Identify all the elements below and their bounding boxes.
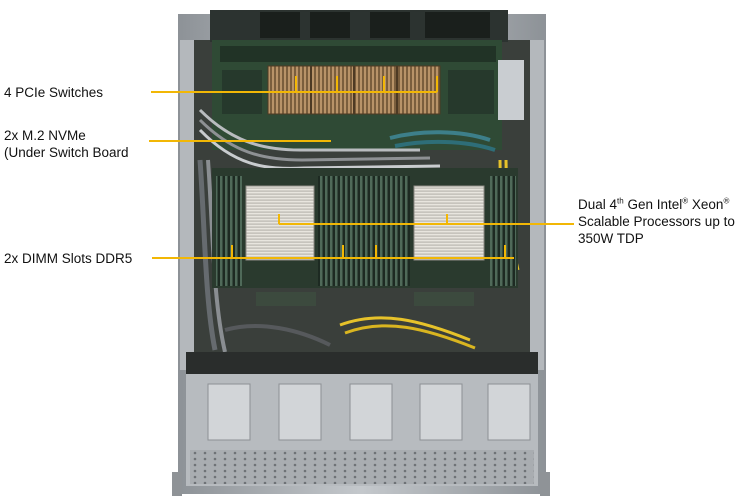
processors-sup-reg1: ® bbox=[682, 196, 689, 206]
switch-board bbox=[212, 40, 524, 150]
processors-line2: Scalable Processors up to bbox=[578, 214, 735, 229]
processors-line3: 350W TDP bbox=[578, 231, 644, 246]
processors-sup-th: th bbox=[617, 196, 624, 206]
front-drive-bay bbox=[172, 374, 550, 496]
dimm-slots-text: 2x DIMM Slots DDR5 bbox=[4, 251, 133, 266]
pcie-leader bbox=[151, 76, 438, 93]
processors-line1-c: Xeon bbox=[688, 197, 724, 212]
dimm-slots-label: 2x DIMM Slots DDR5 bbox=[4, 250, 132, 267]
cpu-leader bbox=[278, 214, 574, 225]
m2-nvme-line2: (Under Switch Board bbox=[4, 145, 129, 160]
motherboard bbox=[212, 168, 518, 306]
processors-label: Dual 4th Gen Intel® Xeon® Scalable Proce… bbox=[578, 196, 735, 247]
m2-nvme-line1: 2x M.2 NVMe bbox=[4, 128, 86, 143]
pcie-switches-label: 4 PCIe Switches bbox=[4, 84, 103, 101]
processors-line1-b: Gen Intel bbox=[623, 197, 683, 212]
dimm-leader bbox=[152, 245, 514, 259]
processors-sup-reg2: ® bbox=[723, 196, 730, 206]
m2-nvme-label: 2x M.2 NVMe (Under Switch Board bbox=[4, 127, 129, 161]
fan-bar bbox=[186, 352, 538, 374]
pcie-switches-text: 4 PCIe Switches bbox=[4, 85, 104, 100]
processors-line1-a: Dual 4 bbox=[578, 197, 618, 212]
processors-line1: Dual 4th Gen Intel® Xeon® bbox=[578, 196, 735, 213]
